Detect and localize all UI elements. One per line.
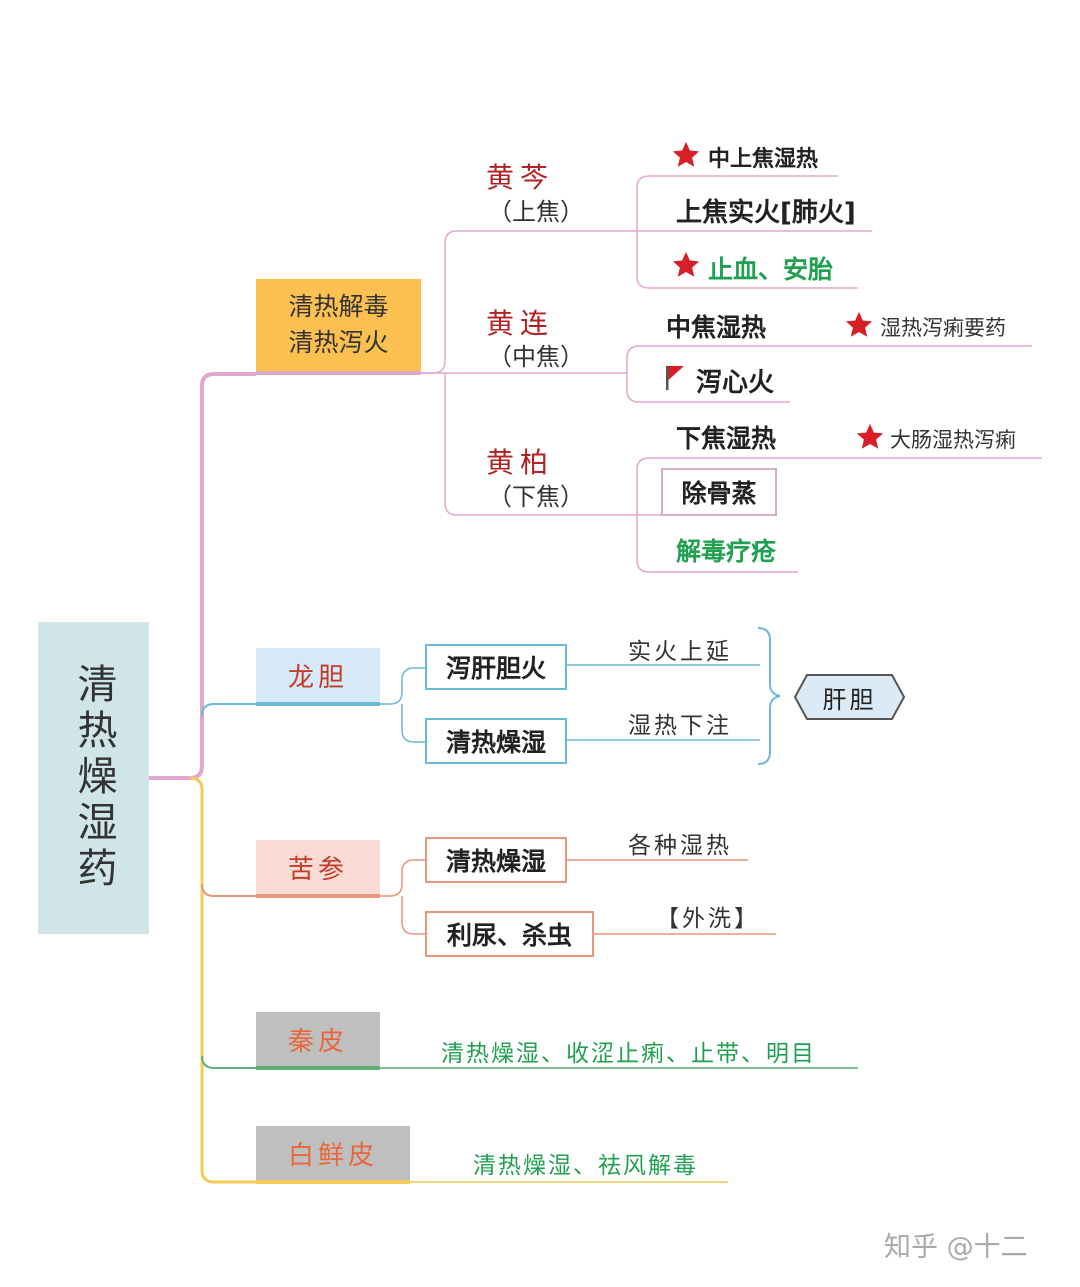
branch-qinpi-name: 秦皮 [287, 1026, 348, 1057]
longdan-effect-2: 清热燥湿 [445, 728, 546, 757]
watermark: 知乎 @十二 [884, 1232, 1028, 1263]
branch-baixianpi-node[interactable]: 白鲜皮 [256, 1126, 410, 1180]
longdan-target-node[interactable]: 肝胆 [793, 673, 906, 721]
branch-kushen-name: 苦参 [287, 854, 348, 885]
longdan-effect-1: 泻肝胆火 [445, 654, 546, 683]
star-icon [843, 310, 875, 344]
kushen-effect-1: 清热燥湿 [445, 847, 546, 876]
kushen-effect-2: 利尿、杀虫 [446, 921, 572, 950]
star-icon [670, 140, 702, 174]
huangqin-item-2: 上焦实火[肺火] [676, 198, 856, 228]
huanglian-name: 黄连 [486, 307, 555, 340]
root-node[interactable]: 清热燥湿药 [38, 622, 149, 934]
qinpi-effects: 清热燥湿、收涩止痢、止带、明目 [441, 1041, 816, 1067]
root-title: 清热燥湿药 [70, 663, 117, 893]
branch-qingre-line2: 清热泻火 [288, 328, 389, 357]
huanglian-item-2: 泻心火 [696, 368, 775, 398]
longdan-effect-1-box[interactable]: 泻肝胆火 [425, 644, 567, 690]
longdan-effect-2-note: 湿热下注 [628, 713, 732, 739]
star-icon [670, 250, 702, 284]
longdan-target: 肝胆 [822, 685, 877, 714]
huangqin-item-3: 止血、安胎 [708, 255, 834, 284]
huangbai-name: 黄柏 [486, 446, 555, 479]
huangqin-part: （上焦） [488, 198, 584, 226]
kushen-effect-1-note: 各种湿热 [628, 833, 732, 859]
huangbai-item-2-box[interactable]: 除骨蒸 [661, 468, 777, 516]
huangqin-name: 黄芩 [486, 161, 555, 194]
branch-longdan-name: 龙胆 [287, 662, 348, 693]
huangbai-item-3: 解毒疗疮 [676, 537, 777, 566]
branch-qingre-line1: 清热解毒 [288, 292, 389, 321]
huangbai-part: （下焦） [488, 483, 584, 511]
kushen-effect-2-note: 【外洗】 [656, 906, 760, 932]
branch-longdan-node[interactable]: 龙胆 [256, 648, 380, 702]
huanglian-part: （中焦） [488, 343, 584, 371]
huangbai-item-1: 下焦湿热 [676, 424, 777, 453]
longdan-effect-1-note: 实火上延 [628, 639, 732, 665]
star-icon [854, 422, 886, 456]
huangbai-item-2: 除骨蒸 [681, 479, 757, 508]
huangqin-item-1: 中上焦湿热 [708, 147, 819, 172]
baixianpi-effects: 清热燥湿、祛风解毒 [473, 1153, 698, 1179]
kushen-effect-2-box[interactable]: 利尿、杀虫 [425, 911, 594, 957]
longdan-effect-2-box[interactable]: 清热燥湿 [425, 718, 567, 764]
huanglian-note: 湿热泻痢要药 [880, 316, 1006, 340]
huangbai-note: 大肠湿热泻痢 [890, 428, 1016, 452]
kushen-effect-1-box[interactable]: 清热燥湿 [425, 837, 567, 883]
branch-qingre-node[interactable]: 清热解毒 清热泻火 [256, 279, 421, 371]
flag-icon [664, 364, 688, 396]
huanglian-item-1: 中焦湿热 [666, 313, 767, 342]
branch-qinpi-node[interactable]: 秦皮 [256, 1012, 380, 1066]
branch-baixianpi-name: 白鲜皮 [287, 1140, 378, 1171]
branch-kushen-node[interactable]: 苦参 [256, 840, 380, 894]
